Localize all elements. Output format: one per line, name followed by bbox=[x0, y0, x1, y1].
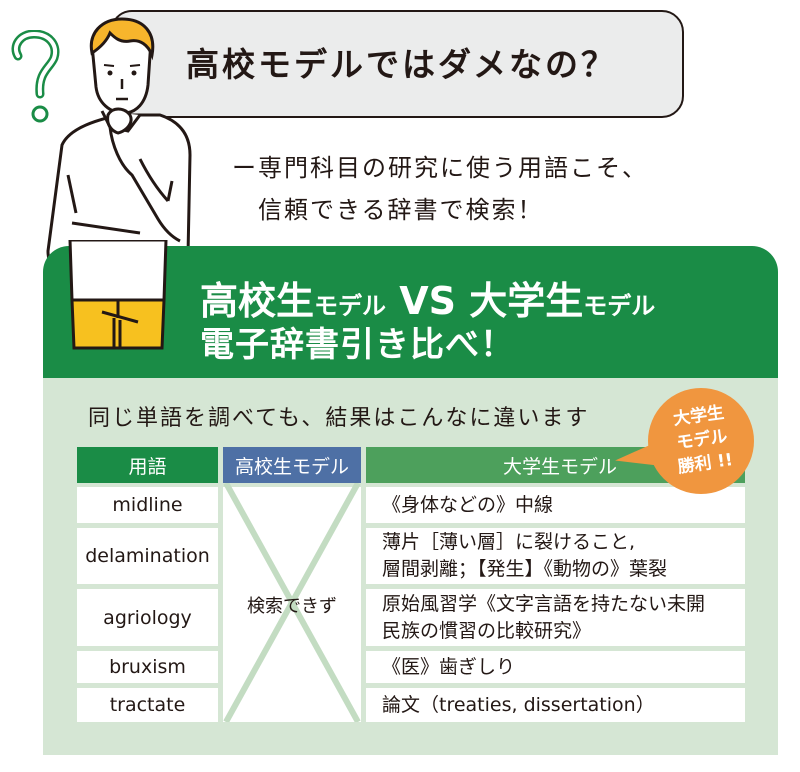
character-legs bbox=[68, 240, 168, 350]
banner-univ-model: モデル bbox=[583, 292, 656, 320]
column-header-term: 用語 bbox=[77, 447, 218, 483]
subtitle-line-1: ー専門科目の研究に使う用語こそ、 bbox=[232, 154, 648, 182]
definition-text: 薄片［薄い層］に裂けること, 層間剥離；【発生】《動物の》葉裂 bbox=[382, 531, 668, 580]
definition-text: 論文（treaties, dissertation） bbox=[382, 693, 655, 716]
banner-hs-model: モデル bbox=[314, 292, 387, 320]
speech-bubble bbox=[110, 10, 684, 118]
term-cell: agriology bbox=[77, 589, 218, 646]
definition-cell: 薄片［薄い層］に裂けること, 層間剥離；【発生】《動物の》葉裂 bbox=[366, 528, 745, 584]
subtitle-line-2: 信頼できる辞書で検索！ bbox=[258, 196, 544, 224]
term-cell: bruxism bbox=[77, 651, 218, 683]
column-header-high-school: 高校生モデル bbox=[223, 447, 361, 483]
banner-hs-label: 高校生 bbox=[200, 279, 315, 323]
banner-title: 高校生モデル VS 大学生モデル bbox=[200, 270, 655, 325]
banner-subtitle: 電子辞書引き比べ！ bbox=[200, 325, 515, 365]
term-cell: delamination bbox=[77, 528, 218, 584]
term-cell: tractate bbox=[77, 688, 218, 722]
panel-lead-text: 同じ単語を調べても、結果はこんなに違います bbox=[88, 406, 590, 431]
high-school-result-text: 検索できず bbox=[247, 596, 337, 617]
definition-cell: 《医》歯ぎしり bbox=[366, 651, 745, 683]
question-heading: 高校モデルではダメなの？ bbox=[186, 45, 618, 84]
definition-text: 《身体などの》中線 bbox=[382, 493, 554, 516]
banner-univ-label: 大学生 bbox=[469, 279, 584, 323]
definition-cell: 《身体などの》中線 bbox=[366, 487, 745, 523]
definition-text: 《医》歯ぎしり bbox=[382, 655, 516, 678]
definition-cell: 原始風習学《文字言語を持たない未開 民族の慣習の比較研究》 bbox=[366, 589, 745, 646]
definition-text: 原始風習学《文字言語を持たない未開 民族の慣習の比較研究》 bbox=[382, 592, 706, 642]
definition-cell: 論文（treaties, dissertation） bbox=[366, 688, 745, 722]
winner-badge-text: 大学生 モデル 勝利 !! bbox=[655, 399, 748, 482]
winner-badge bbox=[648, 388, 754, 494]
question-mark-icon bbox=[11, 30, 60, 123]
banner-vs: VS bbox=[386, 279, 470, 323]
term-cell: midline bbox=[77, 487, 218, 523]
cross-mark-icon bbox=[223, 483, 361, 722]
